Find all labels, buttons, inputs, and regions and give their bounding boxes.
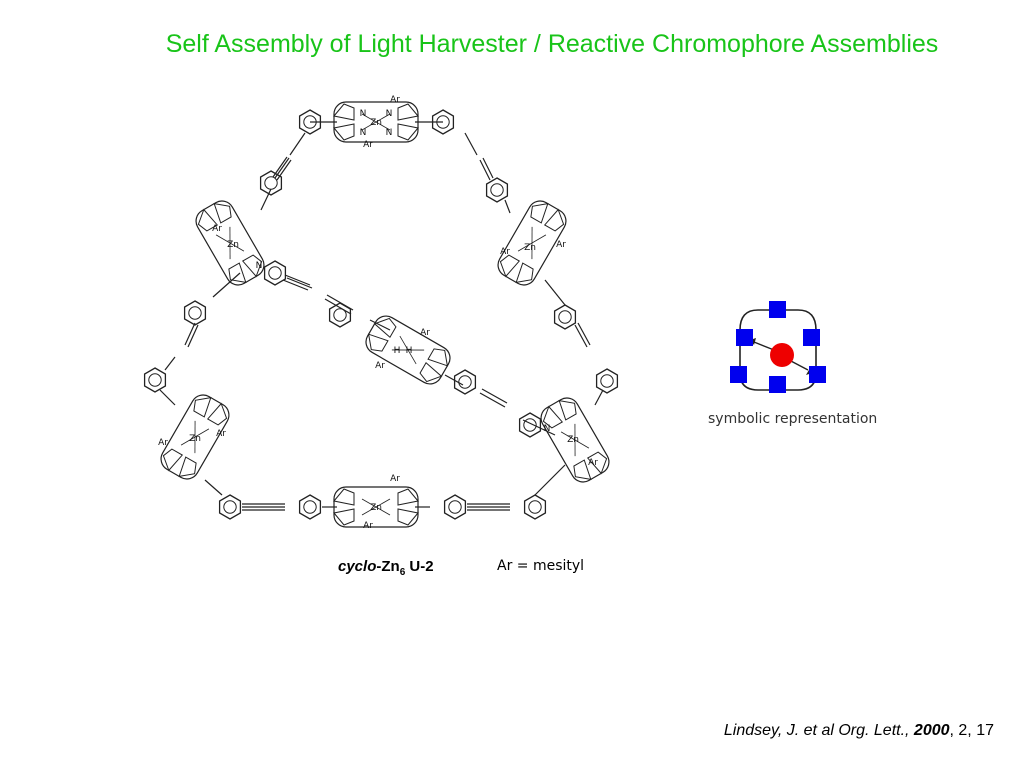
label-n-pyridyl-right: N (544, 424, 551, 434)
label-ar-2: Ar (363, 140, 373, 150)
label-n-1: N (360, 109, 367, 119)
symbolic-square-bottom (769, 376, 786, 393)
label-zn-bottom: Zn (370, 503, 382, 513)
compound-name-suffix: U-2 (409, 558, 434, 575)
label-ar-5: Ar (212, 224, 222, 234)
citation: Lindsey, J. et al Org. Lett., 2000, 2, 1… (724, 722, 994, 740)
citation-year: 2000 (913, 722, 950, 739)
label-h-1: H (394, 346, 401, 356)
label-zn-top: Zn (370, 118, 382, 128)
symbolic-square-right-lower (809, 366, 826, 383)
label-zn-right-upper: Zn (524, 243, 536, 253)
label-ar-6: Ar (556, 240, 566, 250)
label-ar-7: Ar (500, 247, 510, 257)
label-ar-1: Ar (390, 95, 400, 105)
compound-name-subscript: 6 (399, 567, 406, 578)
label-ar-12: Ar (375, 361, 385, 371)
label-ar-4: Ar (363, 521, 373, 530)
compound-name: cyclo-Zn6 U-2 (338, 558, 434, 578)
slide-title: Self Assembly of Light Harvester / React… (165, 30, 939, 58)
label-n-2: N (386, 109, 393, 119)
symbolic-diagram (730, 301, 826, 393)
label-ar-9: Ar (158, 438, 168, 448)
label-ar-8: Ar (216, 429, 226, 439)
symbolic-square-right-upper (803, 329, 820, 346)
label-ar-11: Ar (420, 328, 430, 338)
symbolic-circle (770, 343, 794, 367)
label-n-pyridyl-left: N (256, 261, 263, 271)
symbolic-square-top (769, 301, 786, 318)
label-zn-left-lower: Zn (189, 434, 201, 444)
chemical-structure-diagram: Zn Zn Zn Zn Zn Zn H H N N N N N N Ar Ar … (143, 95, 619, 530)
symbolic-square-left-lower (730, 366, 747, 383)
label-n-4: N (386, 128, 393, 138)
compound-name-prefix: cyclo (338, 558, 377, 575)
label-n-3: N (360, 128, 367, 138)
ar-definition: Ar = mesityl (497, 558, 585, 574)
label-h-2: H (406, 346, 413, 356)
label-ar-3: Ar (390, 474, 400, 484)
label-zn-left-upper: Zn (227, 240, 239, 250)
citation-authors-journal: Lindsey, J. et al Org. Lett., (723, 722, 914, 739)
symbolic-square-left-upper (736, 329, 753, 346)
compound-name-mid: -Zn (376, 558, 400, 575)
citation-volume-page: , 2, 17 (949, 722, 994, 739)
label-zn-right-lower: Zn (567, 435, 579, 445)
symbolic-label: symbolic representation (708, 411, 878, 427)
label-ar-10: Ar (588, 458, 598, 468)
